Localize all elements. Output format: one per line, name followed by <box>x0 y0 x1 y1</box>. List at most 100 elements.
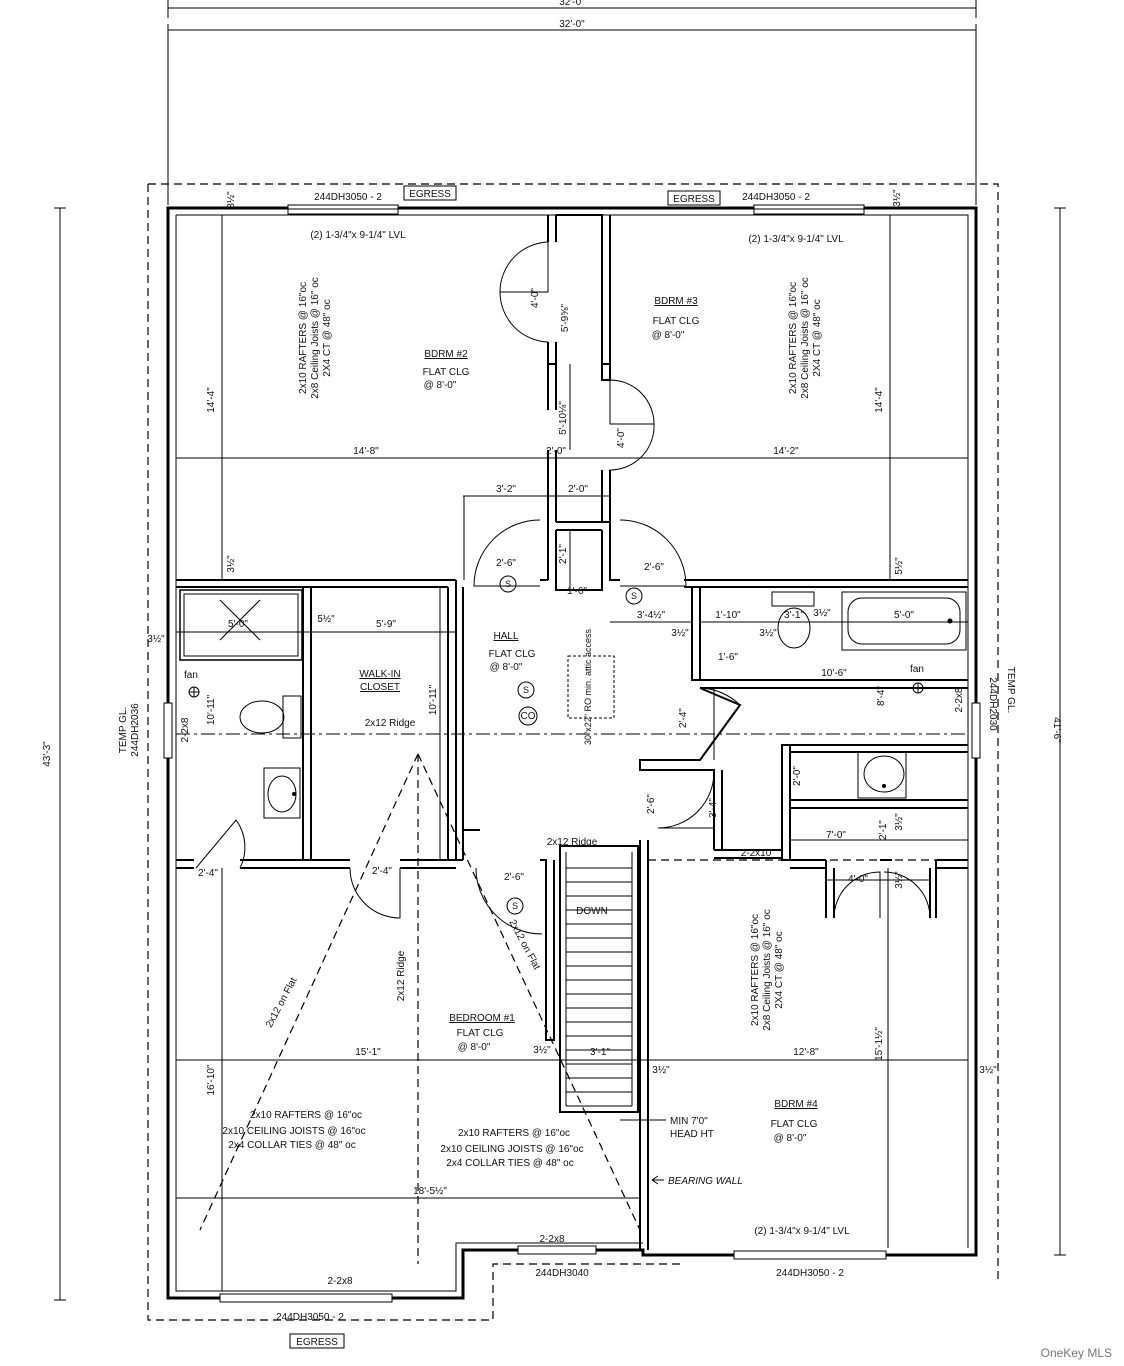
room-bedroom1: BEDROOM #1 FLAT CLG @ 8'-0" <box>449 1013 515 1053</box>
ridge-label-3: 2x12 Ridge <box>547 837 598 848</box>
svg-text:14'-8": 14'-8" <box>353 446 379 457</box>
svg-text:@ 8'-0": @ 8'-0" <box>652 330 685 341</box>
svg-text:5½": 5½" <box>317 614 335 625</box>
svg-text:3½": 3½" <box>226 191 237 209</box>
svg-text:BDRM #2: BDRM #2 <box>424 349 468 360</box>
svg-text:2x10 RAFTERS @ 16"oc: 2x10 RAFTERS @ 16"oc <box>788 282 799 394</box>
svg-text:3'-1": 3'-1" <box>784 610 804 621</box>
bearing-wall-label: BEARING WALL <box>668 1176 743 1187</box>
stairs[interactable] <box>559 845 639 1113</box>
svg-text:FLAT CLG: FLAT CLG <box>489 649 536 660</box>
svg-text:3½": 3½" <box>894 871 905 889</box>
room-bdrm4: BDRM #4 FLAT CLG @ 8'-0" <box>771 1099 819 1144</box>
window-right-side: 244DH2030 <box>987 677 998 731</box>
svg-text:2'-0": 2'-0" <box>546 446 566 457</box>
svg-text:12'-8": 12'-8" <box>793 1047 819 1058</box>
svg-text:3½": 3½" <box>979 1065 997 1076</box>
shower <box>179 589 303 661</box>
svg-text:BEDROOM #1: BEDROOM #1 <box>449 1013 515 1024</box>
svg-text:2'-1": 2'-1" <box>558 544 569 564</box>
egress-label-1: EGRESS <box>409 189 451 200</box>
bathtub <box>841 591 967 651</box>
temp-gl-right: TEMP GL. <box>1005 667 1016 714</box>
svg-text:3½": 3½" <box>533 1045 551 1056</box>
sink-left <box>263 767 301 819</box>
svg-text:3½": 3½" <box>813 608 831 619</box>
svg-text:8'-4": 8'-4" <box>876 686 887 706</box>
svg-text:2x10 RAFTERS @ 16"oc: 2x10 RAFTERS @ 16"oc <box>250 1110 362 1121</box>
window-left-side: 244DH2036 <box>130 703 141 757</box>
svg-text:5'-10⅛": 5'-10⅛" <box>558 401 569 435</box>
framing-note-bedroom1-left: 2x10 RAFTERS @ 16"oc 2x10 CEILING JOISTS… <box>222 1110 365 1151</box>
svg-text:4'-0": 4'-0" <box>530 288 541 308</box>
svg-text:14'-4": 14'-4" <box>874 387 885 413</box>
svg-text:2X4 CT @ 48" oc: 2X4 CT @ 48" oc <box>812 299 823 376</box>
svg-text:2'-0": 2'-0" <box>568 484 588 495</box>
on-flat-label-2: 2x12 on Flat <box>506 918 542 972</box>
header-2x8-a: 2-2x8 <box>539 1234 564 1245</box>
sink-right <box>857 751 907 799</box>
lvl-label-bdrm3: (2) 1-3/4"x 9-1/4" LVL <box>748 234 844 245</box>
svg-text:2'-6": 2'-6" <box>504 872 524 883</box>
room-hall: HALL FLAT CLG @ 8'-0" <box>489 631 536 673</box>
framing-note-bedroom1-right: 2x10 RAFTERS @ 16"oc 2x10 CEILING JOISTS… <box>440 1128 583 1169</box>
svg-text:BDRM #3: BDRM #3 <box>654 296 698 307</box>
interior-walls <box>176 214 968 1250</box>
svg-text:2'-0": 2'-0" <box>792 766 803 786</box>
svg-text:3'-4": 3'-4" <box>708 798 719 818</box>
attic-access-label: 30"x22" RO min. attic access <box>583 629 593 745</box>
window-bottom-mid: 244DH3040 <box>535 1268 589 1279</box>
svg-text:1'-6": 1'-6" <box>567 586 587 597</box>
attic-access <box>567 655 615 719</box>
svg-text:10'-6": 10'-6" <box>821 668 847 679</box>
overall-dimensions: 32'-0" 32'-0" 43'-3" 41'-6" <box>42 0 1066 1301</box>
dimension-labels: 14'-4" 14'-4" 14'-8" 14'-2" 3'-2" 2'-0" … <box>147 189 997 1197</box>
svg-text:3'-4½": 3'-4½" <box>637 610 666 621</box>
windows <box>163 204 981 1303</box>
svg-text:2x10 RAFTERS @ 16"oc: 2x10 RAFTERS @ 16"oc <box>298 282 309 394</box>
svg-text:3'-1": 3'-1" <box>590 1047 610 1058</box>
dimension-lines <box>176 215 968 1291</box>
framing-note-bdrm3: 2x10 RAFTERS @ 16"oc 2x8 Ceiling Joists … <box>788 277 823 399</box>
svg-text:3½": 3½" <box>894 813 905 831</box>
watermark: OneKey MLS <box>1040 1346 1112 1360</box>
hip-line-left <box>199 753 419 1231</box>
svg-text:2X4 CT @ 48" oc: 2X4 CT @ 48" oc <box>774 931 785 1008</box>
svg-text:1'-10": 1'-10" <box>715 610 741 621</box>
svg-text:15'-1": 15'-1" <box>355 1047 381 1058</box>
fan-label-right: fan <box>910 664 924 675</box>
fan-right <box>912 682 924 694</box>
svg-text:2x8 Ceiling Joists @ 16" oc: 2x8 Ceiling Joists @ 16" oc <box>310 277 321 399</box>
svg-text:3½": 3½" <box>226 555 237 573</box>
svg-text:7'-0": 7'-0" <box>826 830 846 841</box>
svg-text:2x8 Ceiling Joists @ 16" oc: 2x8 Ceiling Joists @ 16" oc <box>800 277 811 399</box>
svg-text:4'-0": 4'-0" <box>848 874 868 885</box>
ridge-label-1: 2x12 Ridge <box>365 718 416 729</box>
on-flat-label-1: 2x12 on Flat <box>264 976 300 1030</box>
svg-text:4'-0": 4'-0" <box>616 428 627 448</box>
svg-text:2'-1": 2'-1" <box>878 820 889 840</box>
svg-text:3½": 3½" <box>652 1065 670 1076</box>
svg-text:2'-4": 2'-4" <box>372 866 392 877</box>
svg-text:2X4 CT @ 48" oc: 2X4 CT @ 48" oc <box>322 299 333 376</box>
svg-text:@ 8'-0": @ 8'-0" <box>458 1042 491 1053</box>
svg-text:5'-0": 5'-0" <box>894 610 914 621</box>
smoke-4: S <box>512 901 518 911</box>
svg-text:32'-0": 32'-0" <box>559 19 585 30</box>
fan-label-left: fan <box>184 670 198 681</box>
svg-text:2'-6": 2'-6" <box>496 558 516 569</box>
svg-text:2x8 Ceiling Joists @ 16" oc: 2x8 Ceiling Joists @ 16" oc <box>762 909 773 1031</box>
svg-text:FLAT CLG: FLAT CLG <box>457 1028 504 1039</box>
egress-label-2: EGRESS <box>673 194 715 205</box>
svg-text:2x4 COLLAR TIES @ 48" oc: 2x4 COLLAR TIES @ 48" oc <box>446 1158 573 1169</box>
toilet-left <box>239 695 302 739</box>
svg-text:2x10 RAFTERS @ 16"oc: 2x10 RAFTERS @ 16"oc <box>750 914 761 1026</box>
svg-text:5'-9⅝": 5'-9⅝" <box>560 303 571 332</box>
svg-text:15'-1½": 15'-1½" <box>874 1027 885 1061</box>
svg-text:2x10 RAFTERS @ 16"oc: 2x10 RAFTERS @ 16"oc <box>458 1128 570 1139</box>
window-top-left: 244DH3050 - 2 <box>314 192 382 203</box>
svg-text:3½": 3½" <box>671 628 689 639</box>
svg-text:@ 8'-0": @ 8'-0" <box>774 1133 807 1144</box>
svg-text:1'-6": 1'-6" <box>718 652 738 663</box>
svg-text:2'-4": 2'-4" <box>198 868 218 879</box>
